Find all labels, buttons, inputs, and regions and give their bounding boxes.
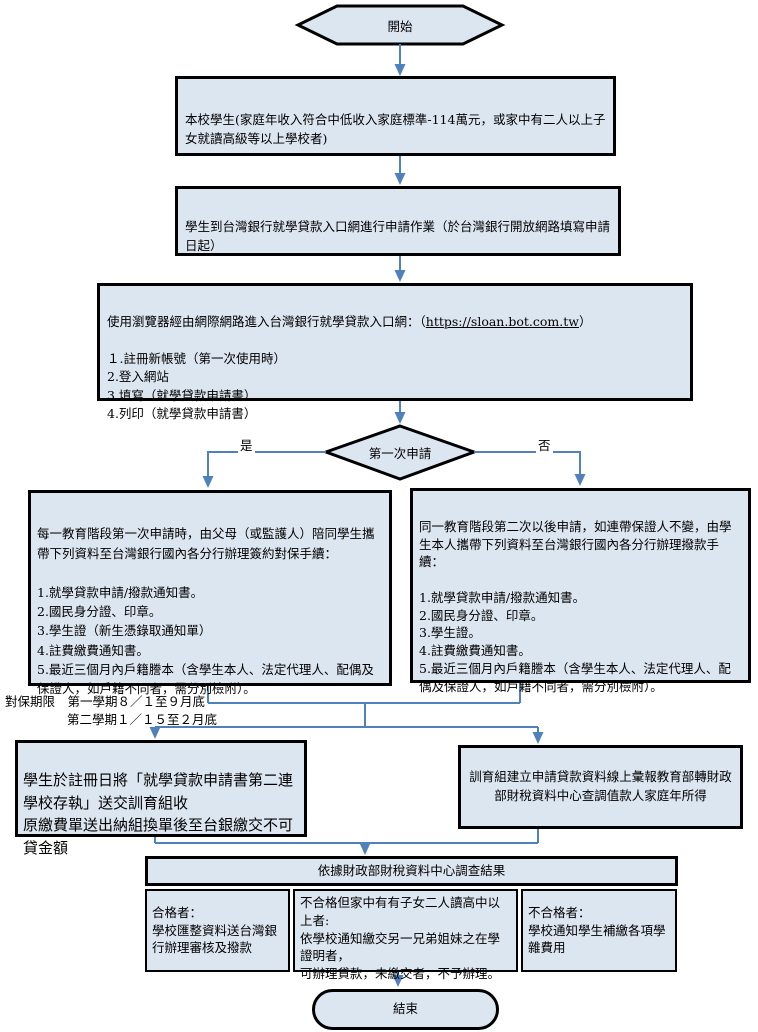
report-box: 訓育組建立申請貸款資料線上彙報教育部轉財政部財稅資料中心查調值款人家庭年所得 xyxy=(458,745,743,829)
list-item: 4.列印（就學貸款申請書） xyxy=(107,406,257,421)
list-item: 1.就學貸款申請/撥款通知書。 xyxy=(419,589,586,605)
end-node: 結束 xyxy=(312,989,499,1030)
result-cell-conditional: 不合格但家中有有子女二人讀高中以上者: 依學校通知繳交另一兄弟姐妹之在學證明者，… xyxy=(293,889,518,981)
list-item: 2.國民身分證、印章。 xyxy=(37,603,162,619)
browser-box: 使用瀏覽器經由網際網路進入台灣銀行就學貸款入口網：（https://sloan.… xyxy=(97,283,693,421)
portal-url-link[interactable]: https://sloan.bot.com.tw xyxy=(425,313,579,329)
result-cell-fail: 不合格者： 學校通知學生補繳各項學雜費用 xyxy=(521,889,677,972)
deadline-line2: 第二學期１／１５至２月底 xyxy=(67,712,218,728)
deadline-line1: 對保期限 第一學期８／１至９月底 xyxy=(5,694,206,709)
list-item: 4.註費繳費通知書。 xyxy=(37,642,149,658)
connector xyxy=(202,451,326,488)
connector xyxy=(474,451,586,486)
browser-intro-line: 使用瀏覽器經由網際網路進入台灣銀行就學貸款入口網：（https://sloan.… xyxy=(107,313,684,332)
report-text: 訓育組建立申請貸款資料線上彙報教育部轉財政部財稅資料中心查調值款人家庭年所得 xyxy=(469,769,732,803)
first-time-items: 1.就學貸款申請/撥款通知書。 2.國民身分證、印章。 3.學生證（新生憑錄取通知單… xyxy=(37,583,384,699)
repeat-intro: 同一教育階段第二次以後申請，如連帶保證人不變，由學生本人攜帶下列資料至台灣銀行國… xyxy=(419,518,732,570)
repeat-box: 同一教育階段第二次以後申請，如連帶保證人不變，由學生本人攜帶下列資料至台灣銀行國… xyxy=(410,488,751,694)
registration-text: 學生於註冊日將「就學貸款申請書第二連學校存執」送交訓育組收 原繳費單送出納組換單… xyxy=(23,770,294,858)
deadline-note: 對保期限 第一學期８／１至９月底 第二學期１／１５至２月底 xyxy=(5,693,217,729)
portal-text: 學生到台灣銀行就學貸款入口網進行申請作業（於台灣銀行開放網路填寫申請日起） xyxy=(185,218,611,253)
browser-intro-text: 使用瀏覽器經由網際網路進入台灣銀行就學貸款入口網：（ xyxy=(107,313,426,329)
start-label: 開始 xyxy=(387,18,413,34)
list-item: 3.學生證。 xyxy=(419,625,481,641)
no-label: 否 xyxy=(536,438,553,453)
decision-label: 第一次申請 xyxy=(368,446,432,461)
portal-box: 學生到台灣銀行就學貸款入口網進行申請作業（於台灣銀行開放網路填寫申請日起） xyxy=(175,186,621,256)
end-label: 結束 xyxy=(392,1001,418,1017)
registration-box: 學生於註冊日將「就學貸款申請書第二連學校存執」送交訓育組收 原繳費單送出納組換單… xyxy=(15,740,307,857)
result-table-header: 依據財政部財稅資料中心調查結果 xyxy=(145,856,678,886)
list-item: 2.登入網站 xyxy=(107,369,169,384)
browser-steps-list: １.註冊新帳號（第一次使用時） 2.登入網站 3.填寫（就學貸款申請書） 4.列印（就… xyxy=(107,350,684,424)
repeat-items: 1.就學貸款申請/撥款通知書。 2.國民身分證、印章。 3.學生證。 4.註費繳費通知… xyxy=(419,589,743,696)
list-item: 5.最近三個月內戶籍謄本（含學生本人、法定代理人、配偶及保證人，如戶籍不同者，需… xyxy=(37,662,374,697)
list-item: 3.填寫（就學貸款申請書） xyxy=(107,387,257,403)
yes-label: 是 xyxy=(238,438,255,453)
list-item: 4.註費繳費通知書。 xyxy=(419,643,531,658)
list-item: 3.學生證（新生憑錄取通知單） xyxy=(37,623,212,639)
list-item: 5.最近三個月內戶籍謄本（含學生本人、法定代理人、配偶及保證人，如戶籍不同者，需… xyxy=(419,660,731,694)
list-item: １.註冊新帳號（第一次使用時） xyxy=(107,350,286,366)
first-time-intro: 每一教育階段第一次申請時，由父母（或監護人）陪同學生攜帶下列資料至台灣銀行國內各… xyxy=(37,526,375,561)
list-item: 1.就學貸款申請/撥款通知書。 xyxy=(37,584,204,600)
list-item: 2.國民身分證、印章。 xyxy=(419,607,544,623)
browser-intro-suffix: ） xyxy=(578,313,592,329)
eligibility-text: 本校學生(家庭年收入符合中低收入家庭標準-114萬元，或家中有二人以上子女就讀高… xyxy=(185,111,606,146)
first-time-box: 每一教育階段第一次申請時，由父母（或監護人）陪同學生攜帶下列資料至台灣銀行國內各… xyxy=(28,490,392,696)
result-cell-pass: 合格者： 學校匯整資料送台灣銀行辦理審核及撥款 xyxy=(145,889,290,972)
eligibility-box: 本校學生(家庭年收入符合中低收入家庭標準-114萬元，或家中有二人以上子女就讀高… xyxy=(175,76,616,156)
